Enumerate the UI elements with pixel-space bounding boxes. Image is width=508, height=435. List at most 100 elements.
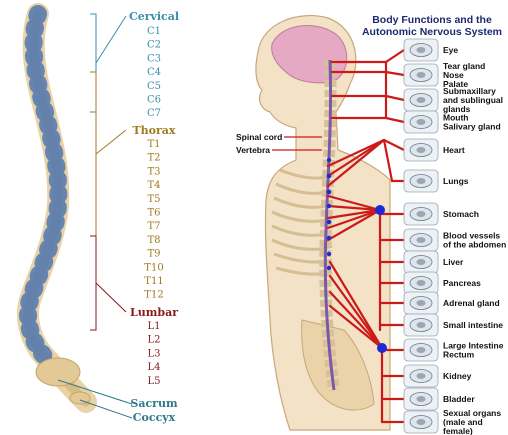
vertebra-label-t12: T12 xyxy=(144,290,163,301)
vertebra-label-c7: C7 xyxy=(147,108,161,119)
spinal-node xyxy=(327,236,331,240)
bracket-connector-thorax xyxy=(96,130,126,154)
small-intestine-icon xyxy=(404,314,438,336)
adrenal-icon xyxy=(404,292,438,314)
organ-label-line: Lungs xyxy=(443,176,469,186)
region-cervical-heading: Cervical xyxy=(129,10,179,23)
organ-item: Small intestine xyxy=(404,314,503,336)
organ-item: Kidney xyxy=(404,365,472,387)
bracket-connector-lumbar xyxy=(96,283,126,312)
organ-label-line: Bladder xyxy=(443,394,475,404)
nerve-line xyxy=(386,50,404,62)
organ-item: Bladder xyxy=(404,388,475,410)
bracket-thorax xyxy=(90,72,96,236)
vertebra-label: Vertebra xyxy=(236,145,270,155)
region-sacrum-heading: Sacrum xyxy=(130,397,178,410)
organ-label-line: Pancreas xyxy=(443,278,481,288)
vertebra-label-t5: T5 xyxy=(147,194,160,205)
spine-illustration xyxy=(28,14,90,404)
organ-label-line: Rectum xyxy=(443,350,475,360)
vertebra-label-c4: C4 xyxy=(147,67,161,78)
organ-item: Large IntestineRectum xyxy=(404,339,504,361)
ganglion-node xyxy=(377,343,387,353)
organ-label-line: Eye xyxy=(443,45,458,55)
vertebra-label-t10: T10 xyxy=(144,262,163,273)
organ-item: Lungs xyxy=(404,170,469,192)
spinal-node xyxy=(327,174,331,178)
organ-label-line: Salivary gland xyxy=(443,122,501,132)
region-thorax-heading: Thorax xyxy=(132,124,175,137)
region-coccyx-heading: Coccyx xyxy=(133,411,176,424)
vertebra-label-c1: C1 xyxy=(147,26,161,37)
vertebra-label-l4: L4 xyxy=(147,362,160,373)
nose-icon xyxy=(404,64,438,86)
spinal-node xyxy=(327,266,331,270)
vertebra-label-c3: C3 xyxy=(147,53,161,64)
bladder-icon xyxy=(404,388,438,410)
spinal-cord-label: Spinal cord xyxy=(236,132,282,142)
vertebra-labels: CervicalC1C2C3C4C5C6C7ThoraxT1T2T3T4T5T6… xyxy=(129,10,179,424)
organ-label-line: Stomach xyxy=(443,209,479,219)
vertebra-label-t7: T7 xyxy=(147,221,160,232)
bracket-connector-cervical xyxy=(96,16,126,63)
organ-label-line: Kidney xyxy=(443,371,472,381)
sexual-organs-icon xyxy=(404,411,438,433)
region-brackets xyxy=(58,14,132,418)
vertebra-label-c2: C2 xyxy=(147,40,161,51)
heart-icon xyxy=(404,139,438,161)
vertebra-label-t8: T8 xyxy=(147,235,160,246)
nerve-line xyxy=(384,140,404,150)
stomach-icon xyxy=(404,203,438,225)
organ-label-line: Heart xyxy=(443,145,465,155)
pancreas-icon xyxy=(404,272,438,294)
vertebra-label-l1: L1 xyxy=(147,321,160,332)
organ-label-line: female) xyxy=(443,426,473,435)
nerve-line xyxy=(386,118,404,122)
diagram-title: Body Functions and the xyxy=(372,14,492,26)
eye-icon xyxy=(404,39,438,61)
spinal-node xyxy=(327,252,331,256)
vertebra-label-l5: L5 xyxy=(147,376,160,387)
region-lumbar-heading: Lumbar xyxy=(130,306,178,319)
vertebra-label-c6: C6 xyxy=(147,95,161,106)
vertebra-label-t4: T4 xyxy=(147,180,160,191)
organ-item: Stomach xyxy=(404,203,479,225)
spinal-node xyxy=(327,220,331,224)
organ-item: Adrenal gland xyxy=(404,292,500,314)
gland-icon xyxy=(404,89,438,111)
blood-vessel-icon xyxy=(404,229,438,251)
nerve-line xyxy=(386,72,404,75)
organ-item: Heart xyxy=(404,139,465,161)
organ-label-line: Small intestine xyxy=(443,320,503,330)
nerve-line xyxy=(386,96,404,100)
vertebra-label-t11: T11 xyxy=(144,276,163,287)
vertebra-label-l2: L2 xyxy=(147,335,160,346)
bracket-cervical xyxy=(90,14,96,112)
diagram-subtitle: Autonomic Nervous System xyxy=(362,26,502,38)
liver-icon xyxy=(404,251,438,273)
vertebra-label-c5: C5 xyxy=(147,81,161,92)
organ-label-line: Adrenal gland xyxy=(443,298,500,308)
vertebra-label-t3: T3 xyxy=(147,166,160,177)
organ-label-line: of the abdomen xyxy=(443,240,506,250)
large-intestine-icon xyxy=(404,339,438,361)
bracket-lumbar xyxy=(90,236,96,330)
vertebra-label-t1: T1 xyxy=(147,139,160,150)
organ-item: Pancreas xyxy=(404,272,481,294)
vertebra-label-t6: T6 xyxy=(147,208,160,219)
mouth-icon xyxy=(404,111,438,133)
kidney-icon xyxy=(404,365,438,387)
nerve-line xyxy=(384,140,392,181)
organ-label-line: Liver xyxy=(443,257,464,267)
body-illustration xyxy=(256,16,390,430)
spinal-node xyxy=(327,158,331,162)
spinal-node xyxy=(327,204,331,208)
vertebra-label-t2: T2 xyxy=(147,153,160,164)
organ-item: Liver xyxy=(404,251,464,273)
